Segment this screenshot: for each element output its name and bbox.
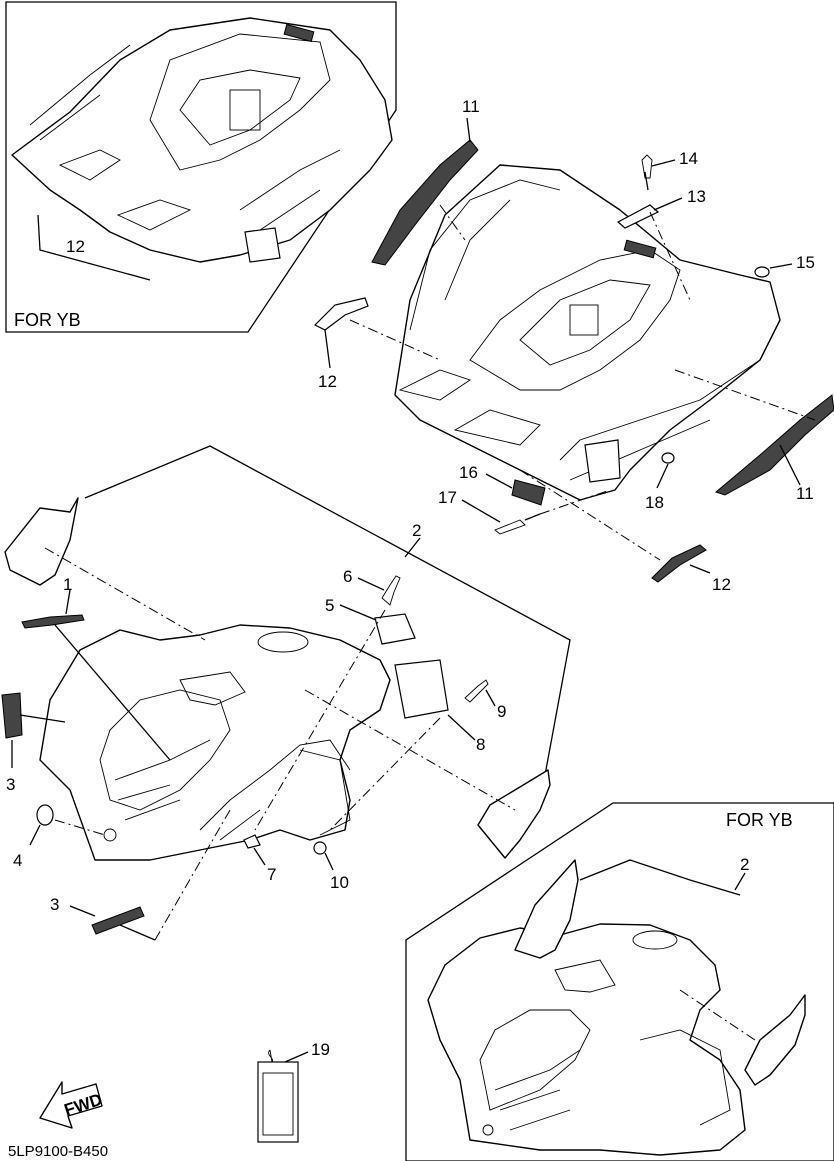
rear-fender-yb-illustration [11, 17, 393, 263]
callout-14: 14 [679, 149, 698, 168]
diagram-code: 5LP9100-B450 [8, 1143, 108, 1160]
leader-12-inset [37, 214, 151, 281]
fwd-direction-arrow: FWD [39, 1081, 105, 1129]
callout-10: 10 [330, 873, 349, 892]
callout-3-bottom: 3 [50, 895, 59, 914]
grommet-15: 15 [754, 253, 815, 278]
label-card-19: 19 [257, 1040, 330, 1143]
callout-1: 1 [63, 575, 72, 594]
decal-3-bottom: 3 [50, 809, 231, 941]
callout-2-inset: 2 [740, 855, 749, 874]
callout-11-lower: 11 [796, 484, 814, 503]
callout-5: 5 [325, 596, 334, 615]
decal-12-left: 12 [313, 297, 441, 391]
callout-7: 7 [267, 865, 276, 884]
rear-fender-assembly [394, 164, 781, 501]
callout-18: 18 [645, 493, 664, 512]
callout-12-left: 12 [318, 372, 337, 391]
grommet-10: 10 [313, 841, 349, 892]
decal-2-large: 2 [4, 445, 571, 859]
inset-title-bottom: FOR YB [726, 810, 793, 830]
inset-for-yb-top-left: 12 FOR YB [5, 1, 397, 333]
fastener-5-6: 6 5 [254, 567, 416, 831]
callout-11-upper: 11 [462, 97, 480, 116]
callout-3-left: 3 [6, 775, 15, 794]
inset-for-yb-bottom-right: FOR YB 2 [405, 802, 834, 1161]
callout-12-inset: 12 [66, 237, 85, 256]
front-fender-yb-illustration [427, 923, 746, 1156]
callout-8: 8 [476, 735, 485, 754]
callout-16: 16 [459, 463, 478, 482]
badge-4: 4 [13, 804, 106, 870]
callout-4: 4 [13, 851, 22, 870]
callout-19: 19 [311, 1040, 330, 1059]
callout-13: 13 [687, 187, 706, 206]
front-fender-assembly [39, 624, 391, 861]
decal-1: 1 [21, 575, 171, 761]
callout-6: 6 [343, 567, 352, 586]
inset-title-top: FOR YB [14, 310, 81, 330]
fastener-8-9: 9 8 [329, 659, 506, 831]
fasteners-16-17-18: 16 17 18 [438, 452, 675, 535]
callout-9: 9 [497, 702, 506, 721]
fastener-13-14: 14 13 [616, 149, 706, 301]
callout-15: 15 [796, 253, 815, 272]
callout-2-main: 2 [412, 521, 421, 540]
decal-3-left: 3 [1, 692, 66, 794]
callout-17: 17 [438, 488, 457, 507]
grommet-7: 7 [243, 834, 276, 884]
decal-11-upper: 11 [371, 97, 480, 266]
decal-11-lower: 11 [674, 369, 834, 503]
decal-12-lower: 12 [519, 469, 731, 594]
callout-12-lower: 12 [712, 575, 731, 594]
